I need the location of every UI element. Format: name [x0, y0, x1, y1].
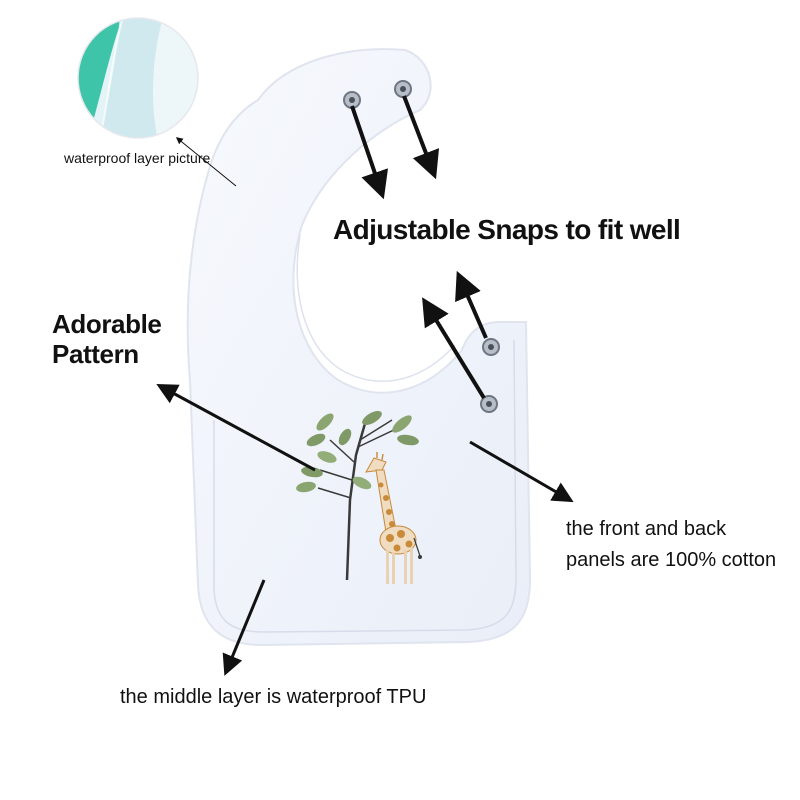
- arrow-inset-pointer: [175, 137, 237, 187]
- tree-illustration: [296, 411, 419, 581]
- adorable-pattern-label: Adorable Pattern: [52, 309, 162, 370]
- snap-icon: [343, 91, 361, 109]
- bib-inner-stitching: [296, 234, 456, 382]
- middle-layer-label: the middle layer is waterproof TPU: [120, 686, 427, 708]
- adjustable-snaps-label: Adjustable Snaps to fit well: [333, 214, 681, 245]
- arrow-side-snap-lower: [422, 297, 486, 400]
- snap-icon: [480, 395, 498, 413]
- fabric-closeup-inset: [77, 17, 199, 139]
- pattern-label-line1: Adorable: [52, 309, 162, 339]
- panels-label-line1: the front and back: [566, 518, 727, 540]
- snap-icon: [482, 338, 500, 356]
- cotton-panels-label: the front and back panels are 100% cotto…: [566, 514, 776, 576]
- arrow-snap-left: [350, 105, 389, 200]
- arrow-pattern: [156, 383, 316, 472]
- arrow-middle-layer: [222, 579, 266, 676]
- snap-icon: [394, 80, 412, 98]
- arrow-side-snap-upper: [455, 270, 488, 339]
- panels-label-line2: panels are 100% cotton: [566, 549, 777, 571]
- waterproof-layer-label: waterproof layer picture: [64, 150, 211, 166]
- bib-body: [186, 48, 532, 647]
- arrow-panels: [469, 440, 574, 503]
- bib-stitching: [213, 339, 517, 633]
- pattern-label-line2: Pattern: [52, 338, 139, 369]
- giraffe-illustration: [365, 452, 422, 584]
- arrow-snap-right: [402, 95, 440, 180]
